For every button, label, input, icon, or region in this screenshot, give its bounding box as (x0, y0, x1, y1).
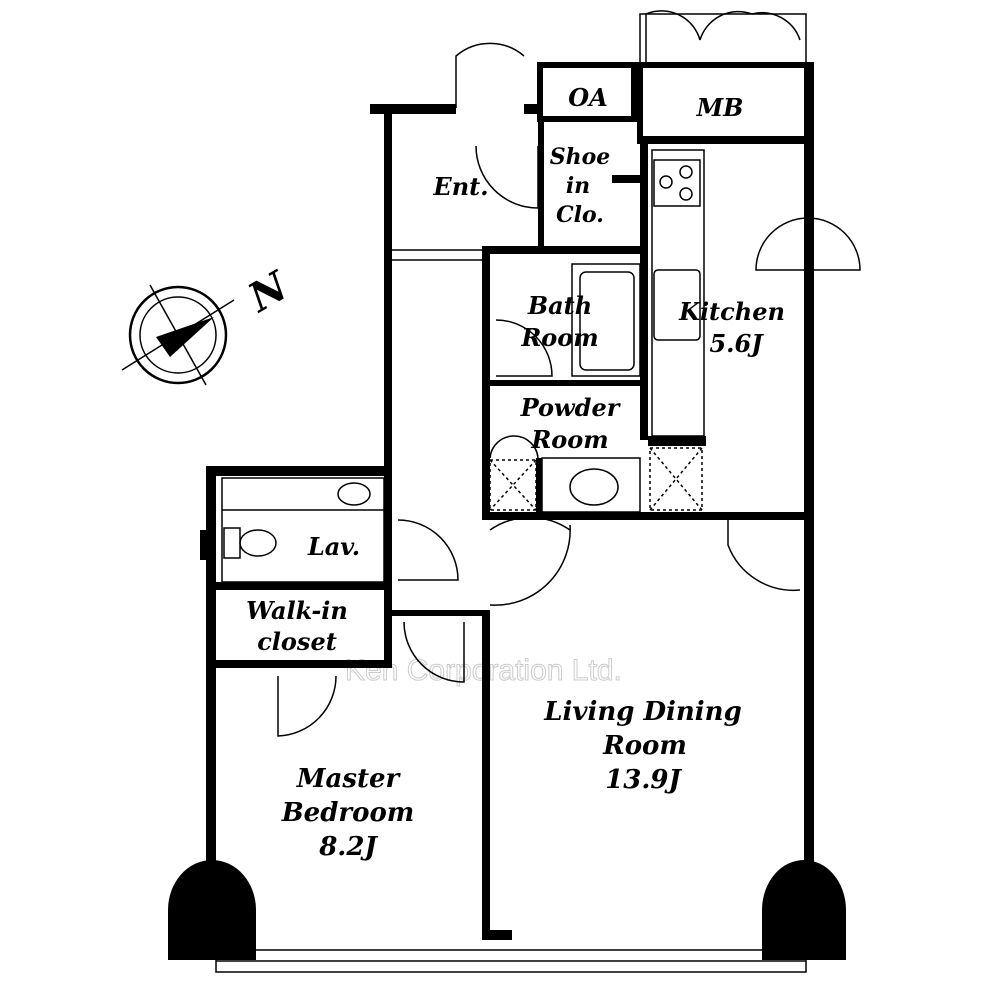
room-master-2: Bedroom (281, 798, 415, 828)
room-kitchen-1: Kitchen (678, 297, 785, 326)
room-powder-2: Room (530, 425, 608, 454)
compass: N (121, 262, 297, 386)
room-powder-1: Powder (520, 393, 622, 422)
room-entrance: Ent. (432, 172, 488, 201)
room-walkin-1: Walk-in (246, 596, 348, 625)
room-mb: MB (696, 93, 744, 122)
room-living-1: Living Dining (543, 697, 742, 727)
room-kitchen-2: 5.6J (709, 329, 764, 358)
room-shoe-1: Shoe (550, 144, 611, 170)
room-master-1: Master (296, 764, 402, 794)
room-bath-1: Bath (527, 291, 592, 320)
room-living-2: Room (602, 731, 687, 761)
compass-north-label: N (239, 262, 297, 323)
columns (168, 860, 846, 960)
compass-icon (128, 285, 228, 385)
room-walkin-2: closet (257, 627, 337, 656)
room-shoe-2: in (566, 173, 590, 199)
room-lav: Lav. (307, 532, 360, 561)
room-shoe-3: Clo. (556, 202, 604, 228)
thin-lines (215, 10, 861, 973)
room-living-3: 13.9J (605, 765, 682, 795)
room-labels: OA MB Ent. Shoe in Clo. Bath Room Kitche… (246, 83, 785, 862)
room-master-3: 8.2J (318, 832, 378, 862)
walls (200, 62, 814, 940)
room-oa: OA (568, 83, 608, 112)
room-bath-2: Room (520, 323, 598, 352)
